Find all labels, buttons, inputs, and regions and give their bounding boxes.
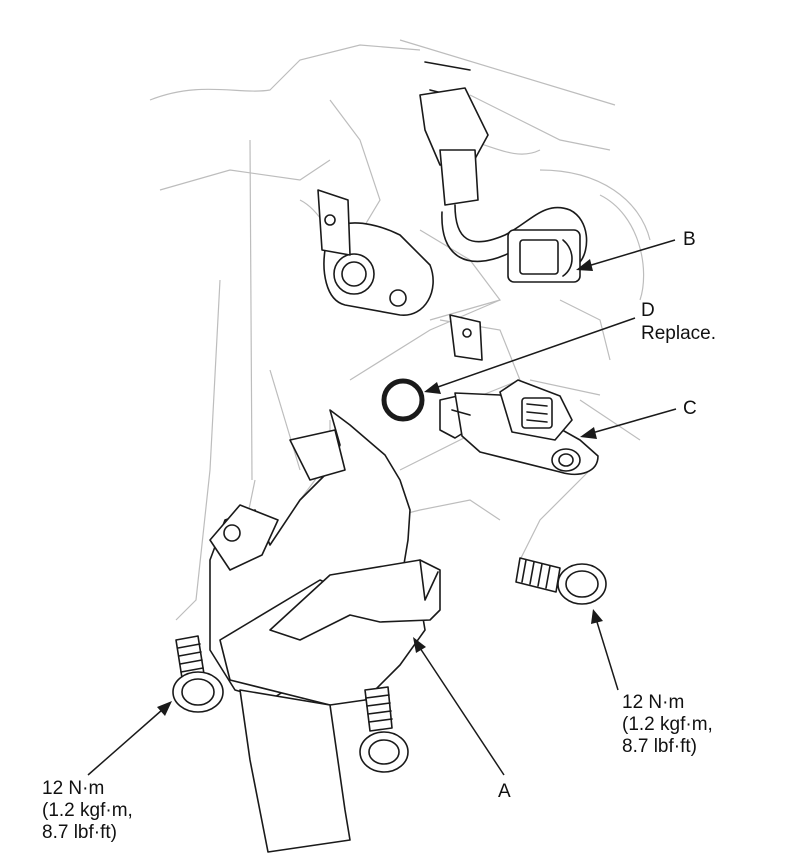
leader-torque-left — [87, 701, 172, 776]
torque-spec-right: 12 N·m (1.2 kgf·m, 8.7 lbf·ft) — [622, 692, 713, 758]
leader-c — [580, 408, 677, 439]
callout-note-replace: Replace. — [641, 323, 716, 344]
callout-label-d: D — [641, 300, 655, 321]
leader-a — [413, 637, 505, 776]
sensor-c — [439, 379, 599, 476]
bolt-left — [172, 635, 224, 713]
sensor-cover-a — [209, 409, 441, 853]
torque-right-line2: (1.2 kgf·m, — [622, 714, 713, 735]
torque-left-line2: (1.2 kgf·m, — [42, 800, 133, 821]
o-ring-d — [381, 378, 425, 422]
torque-right-line3: 8.7 lbf·ft) — [622, 736, 697, 757]
mounting-flange — [317, 189, 483, 361]
harness-connector-b — [419, 61, 588, 283]
bolt-right — [515, 557, 607, 605]
torque-left-line1: 12 N·m — [42, 778, 105, 799]
callout-label-b: B — [683, 229, 696, 250]
callout-label-c: C — [683, 398, 697, 419]
leader-d — [424, 317, 636, 394]
leader-b — [576, 239, 676, 271]
bolt-center — [359, 686, 409, 773]
callout-label-a: A — [498, 781, 511, 802]
torque-left-line3: 8.7 lbf·ft) — [42, 822, 117, 843]
leader-torque-right — [591, 609, 619, 691]
torque-spec-left: 12 N·m (1.2 kgf·m, 8.7 lbf·ft) — [42, 778, 133, 844]
torque-right-line1: 12 N·m — [622, 692, 685, 713]
